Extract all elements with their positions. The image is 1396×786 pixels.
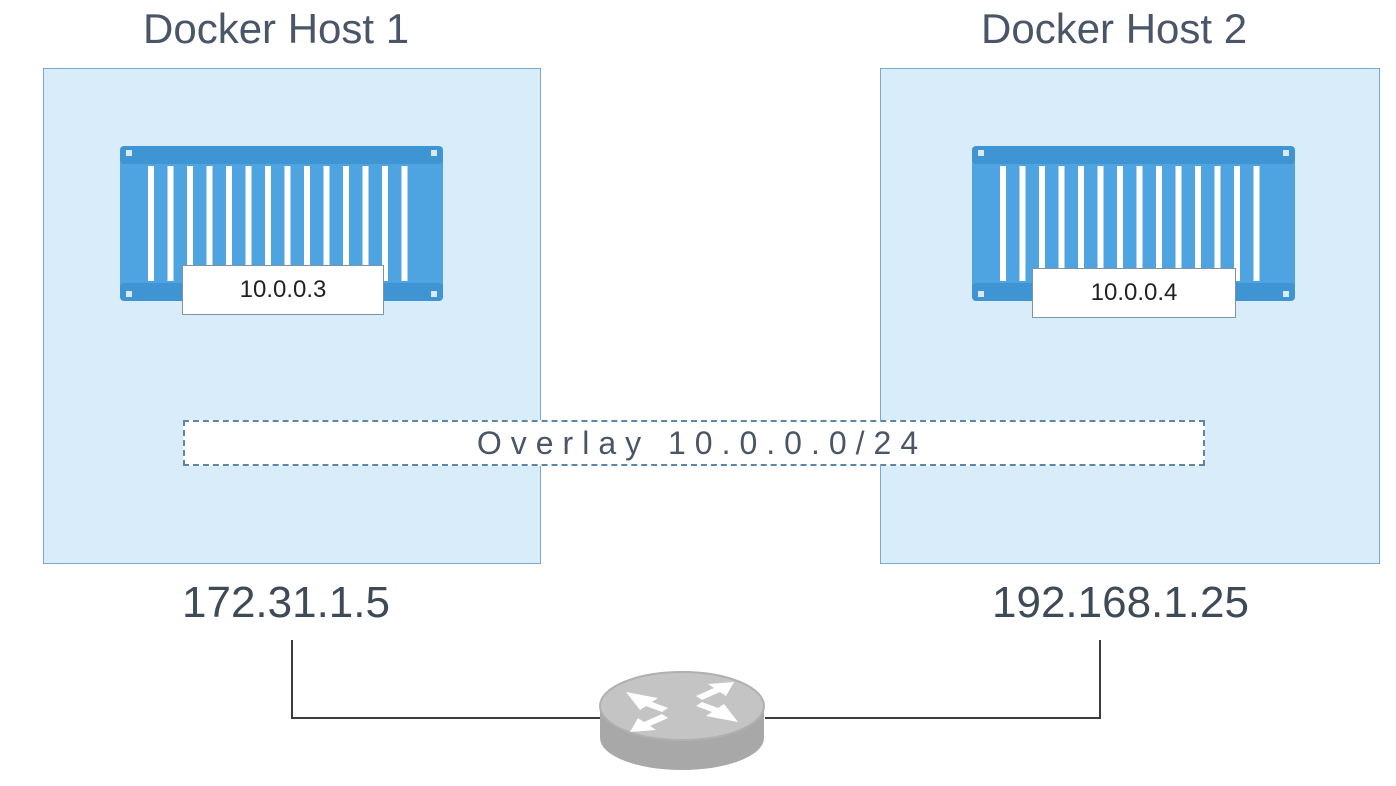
container-rib xyxy=(1058,166,1065,281)
host2-to-router-line xyxy=(765,640,1101,719)
container-rib xyxy=(1195,166,1201,281)
container-rib xyxy=(401,166,408,281)
host1-title: Docker Host 1 xyxy=(143,5,410,52)
container-rib xyxy=(206,166,213,281)
overlay-network: Overlay 10.0.0.0/24 xyxy=(183,420,1205,466)
container-rib xyxy=(1214,166,1221,281)
container-rib xyxy=(1136,166,1143,281)
host2-title: Docker Host 2 xyxy=(981,5,1248,52)
container-rib xyxy=(1156,166,1162,281)
host1-ip-address: 172.31.1.5 xyxy=(182,578,390,627)
container-rib xyxy=(1000,166,1006,281)
overlay-label: Overlay 10.0.0.0/24 xyxy=(476,424,928,461)
container-rib xyxy=(226,166,232,281)
container-rib xyxy=(245,166,252,281)
router-icon xyxy=(599,671,765,770)
container-rib xyxy=(1097,166,1104,281)
container-rib xyxy=(1253,166,1260,281)
container-rib xyxy=(187,166,193,281)
container-rib xyxy=(362,166,369,281)
container-rib xyxy=(382,166,388,281)
container-rib xyxy=(148,166,154,281)
host2-ip-address: 192.168.1.25 xyxy=(992,578,1249,627)
container-rib xyxy=(1039,166,1045,281)
container-rib xyxy=(304,166,310,281)
docker-host-1-box xyxy=(43,68,541,564)
container-rib xyxy=(1117,166,1123,281)
container-rib xyxy=(167,166,174,281)
container-rib xyxy=(1234,166,1240,281)
container-rib xyxy=(343,166,349,281)
container2-ip-label: 10.0.0.4 xyxy=(1032,268,1236,318)
container-rib xyxy=(284,166,291,281)
container-rib xyxy=(1019,166,1026,281)
container-rib xyxy=(1175,166,1182,281)
container1-ip-label: 10.0.0.3 xyxy=(182,265,384,315)
container-rib xyxy=(323,166,330,281)
host1-to-router-line xyxy=(291,640,600,719)
container-rib xyxy=(265,166,271,281)
container-rib xyxy=(1078,166,1084,281)
